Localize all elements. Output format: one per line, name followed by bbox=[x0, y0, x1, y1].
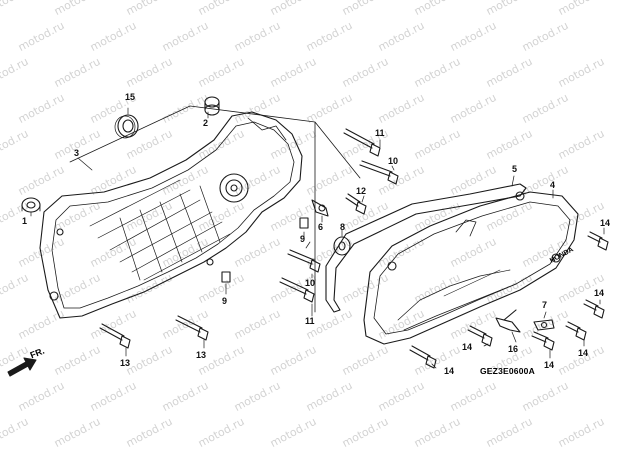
callout-16: 16 bbox=[508, 344, 519, 354]
callout-7: 7 bbox=[542, 300, 548, 310]
callout-10-top: 10 bbox=[388, 156, 399, 166]
callout-5: 5 bbox=[512, 164, 518, 174]
bolt-14-bottom-mid bbox=[467, 325, 493, 347]
callout-15: 15 bbox=[125, 92, 136, 102]
callout-11-middle: 11 bbox=[305, 316, 315, 326]
part-9-dowel-pin-lower bbox=[221, 271, 231, 283]
leader-lines bbox=[30, 107, 605, 369]
bolt-11-top bbox=[343, 128, 381, 157]
bolt-10-middle bbox=[287, 249, 321, 273]
bolt-14-right-low bbox=[565, 321, 587, 341]
callout-13-right: 13 bbox=[196, 350, 207, 360]
part-2-bushing bbox=[204, 96, 220, 116]
part-6-clip bbox=[311, 199, 329, 217]
callout-2: 2 bbox=[203, 118, 209, 128]
callout-11-top: 11 bbox=[375, 128, 385, 138]
callout-14-right-mid: 14 bbox=[594, 288, 605, 298]
callout-14-right-low: 14 bbox=[578, 348, 589, 358]
part-1-collar bbox=[21, 197, 41, 213]
bolt-12 bbox=[345, 193, 367, 215]
callout-9-lower: 9 bbox=[222, 296, 228, 306]
callout-12: 12 bbox=[356, 186, 367, 196]
group-bracket-lines bbox=[69, 105, 361, 313]
callout-6: 6 bbox=[318, 222, 324, 232]
diagram-code: GEZ3E0600A bbox=[480, 366, 535, 376]
front-arrow-icon bbox=[7, 357, 37, 377]
bolt-14-upper-right bbox=[587, 231, 609, 251]
callout-1: 1 bbox=[22, 216, 28, 226]
callout-14-bottom-mid: 14 bbox=[462, 342, 473, 352]
callout-14-upper-right: 14 bbox=[600, 218, 611, 228]
callout-13-left: 13 bbox=[120, 358, 131, 368]
callout-10-middle: 10 bbox=[305, 278, 316, 288]
left-crankcase-cover bbox=[39, 111, 303, 319]
part-5-gasket bbox=[325, 183, 527, 313]
bolt-14-bottom-left bbox=[409, 345, 437, 369]
part-7-clamp bbox=[533, 319, 555, 331]
part-9-dowel-pin-upper bbox=[299, 217, 309, 229]
bolt-14-right-mid bbox=[583, 299, 605, 319]
bolt-14-bottom-center bbox=[531, 331, 555, 351]
bolt-11-middle bbox=[279, 277, 315, 303]
part-4-outer-cover bbox=[363, 191, 579, 345]
bolt-13-right bbox=[175, 315, 209, 341]
bolt-10-top bbox=[359, 160, 399, 185]
callout-8: 8 bbox=[340, 222, 346, 232]
bolt-13-left bbox=[99, 323, 131, 349]
callout-14-bottom-center: 14 bbox=[544, 360, 555, 370]
callout-9-upper: 9 bbox=[300, 234, 306, 244]
callout-14-bottom-left: 14 bbox=[444, 366, 455, 376]
part-15-bearing bbox=[114, 114, 139, 139]
callout-3: 3 bbox=[74, 148, 80, 158]
part-16-bracket bbox=[495, 309, 521, 333]
callout-4: 4 bbox=[550, 180, 556, 190]
